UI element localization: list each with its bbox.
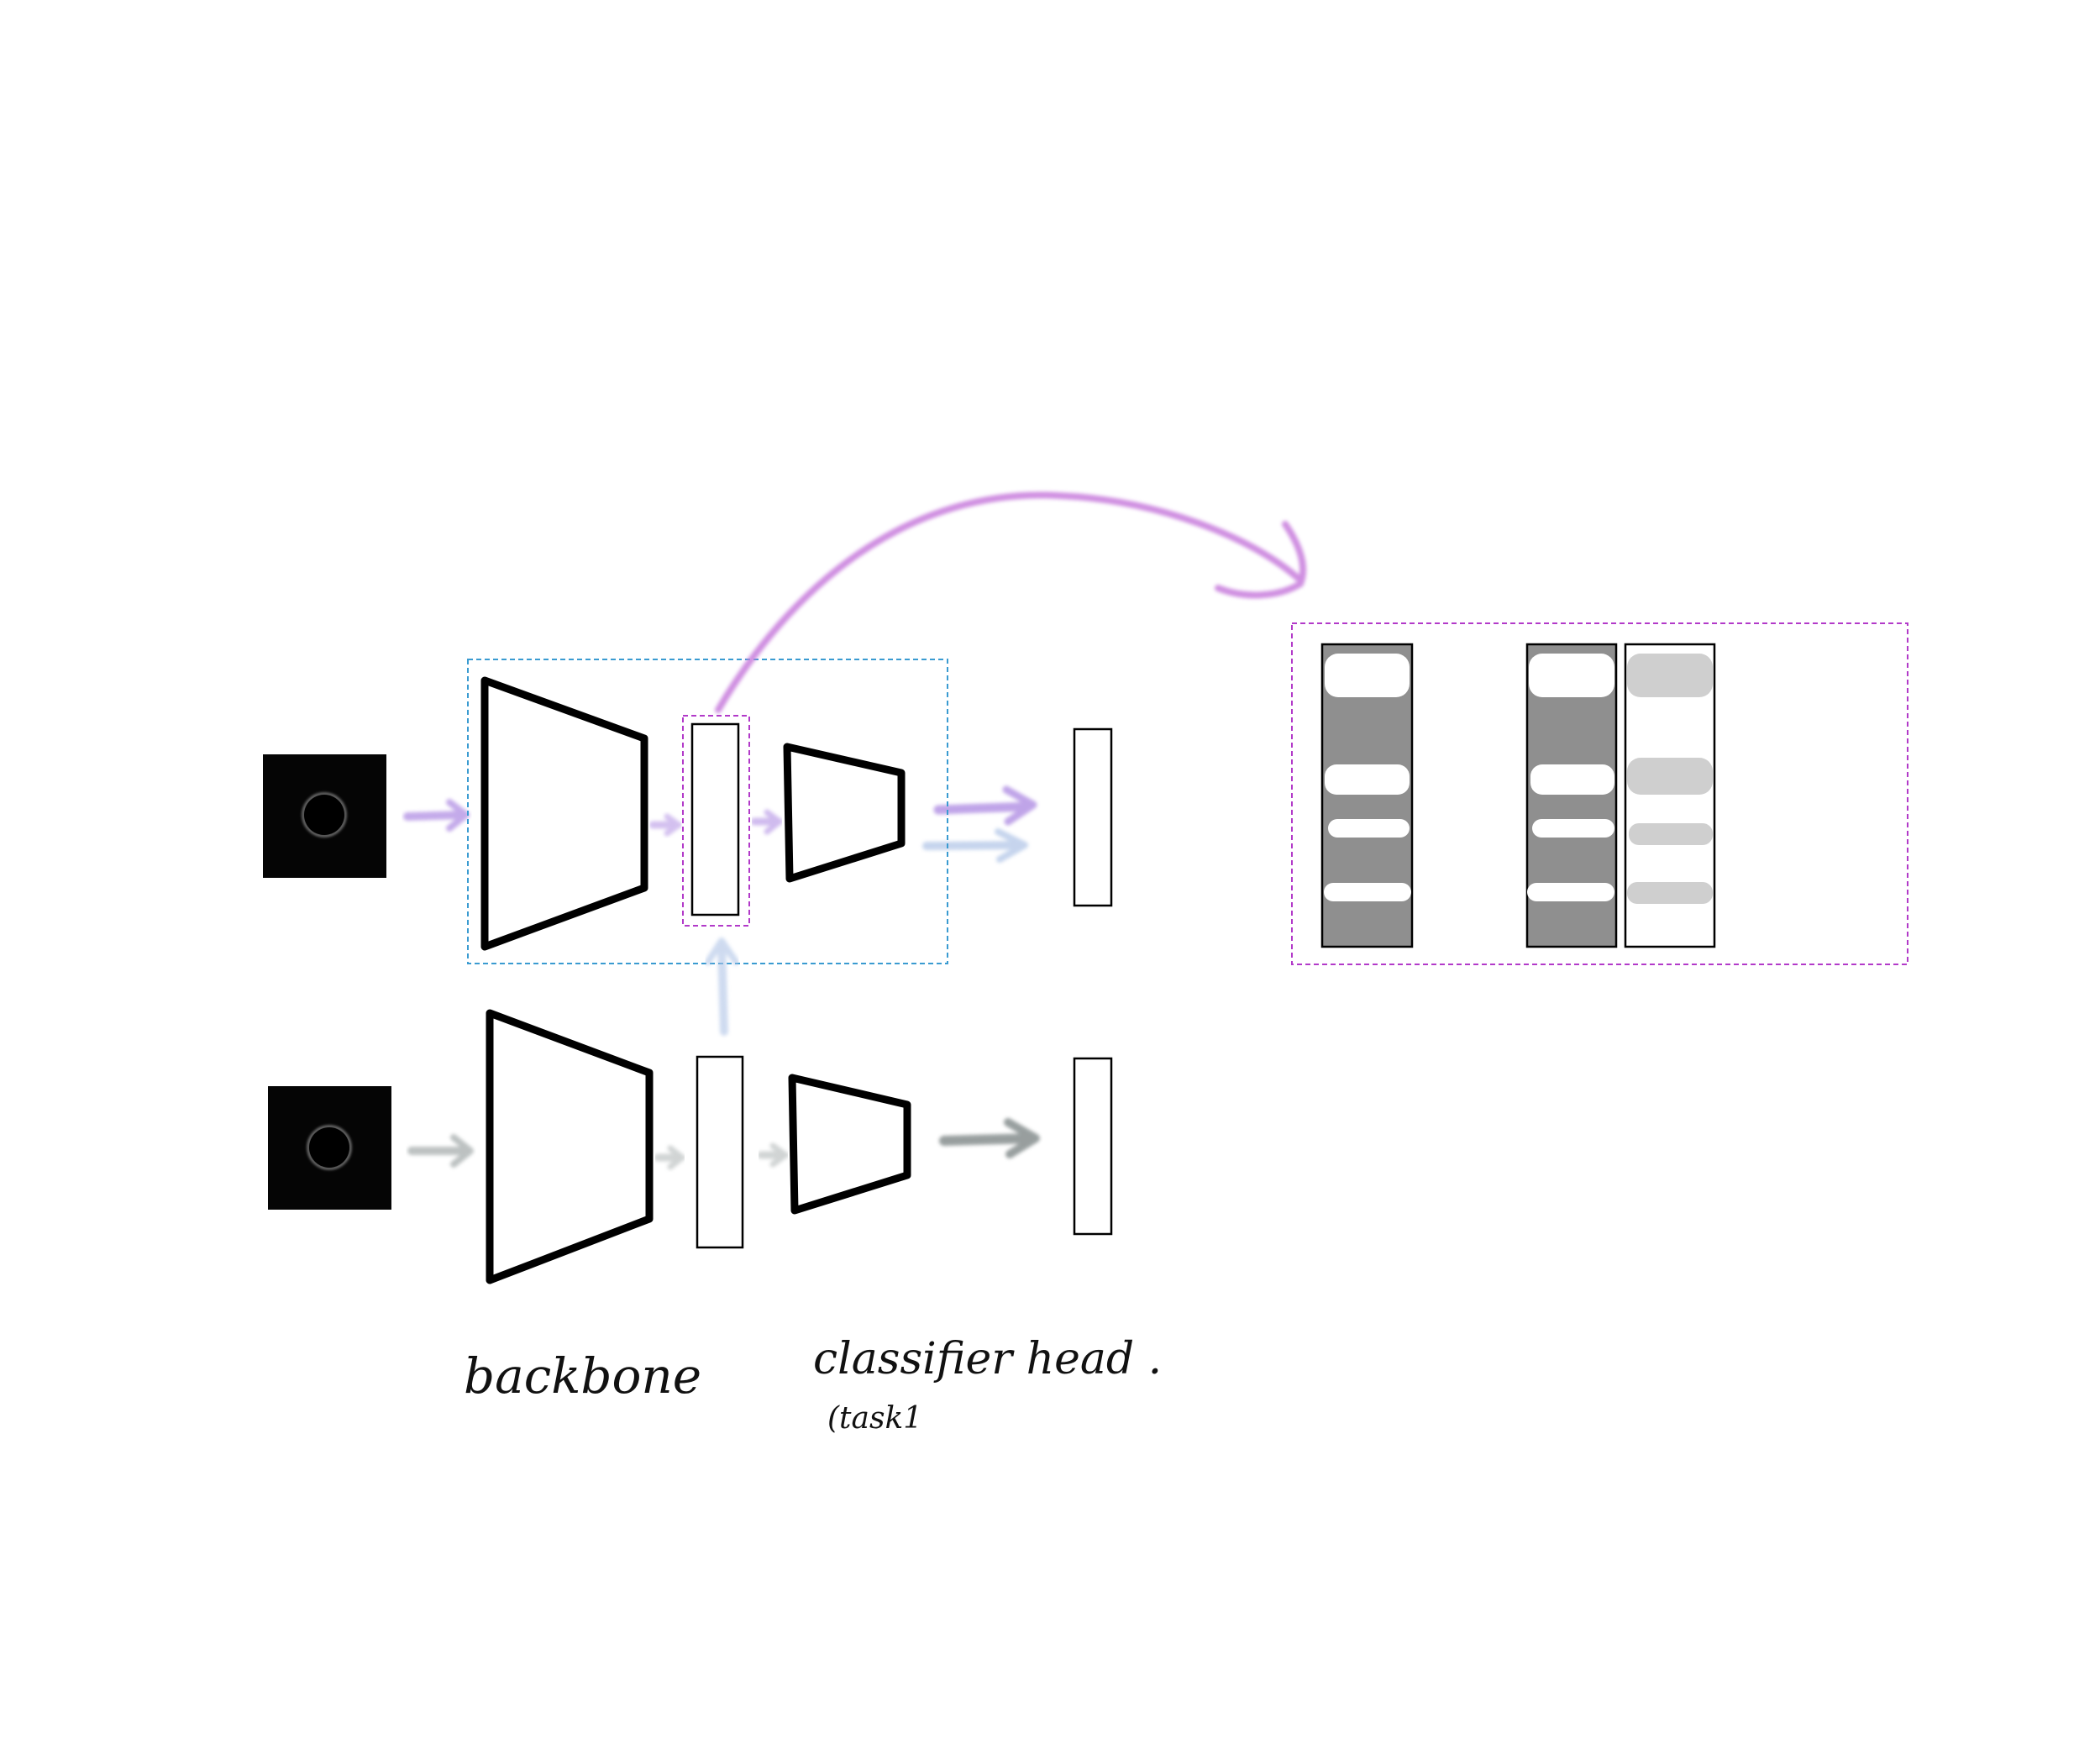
- visualization-panel-box: [1291, 622, 1908, 965]
- feature-vector-top: [690, 722, 740, 916]
- highlight-band: [1529, 654, 1614, 697]
- arrow-input-to-backbone-bottom: [407, 1134, 474, 1168]
- highlight-band: [1324, 883, 1411, 901]
- light-band: [1627, 654, 1713, 697]
- input-image-top: [263, 754, 386, 878]
- light-band: [1627, 882, 1713, 904]
- highlight-band: [1325, 654, 1410, 697]
- activation-column-3: [1624, 643, 1716, 948]
- arrow-feature-to-head-top: [750, 809, 785, 835]
- classifier-head-block-top: [783, 743, 906, 883]
- arrow-head-to-output-blue: [922, 828, 1028, 863]
- feature-selection-box: [682, 715, 750, 927]
- activation-column-1: [1320, 643, 1414, 948]
- feature-vector-bottom: [696, 1055, 744, 1249]
- activation-column-2: [1525, 643, 1618, 948]
- model-region-box: [467, 659, 948, 964]
- highlight-band: [1532, 819, 1614, 838]
- dark-ring-icon: [302, 792, 347, 838]
- arrow-bottom-to-top-feature: [705, 937, 739, 1036]
- input-image-bottom: [268, 1086, 391, 1210]
- highlight-band: [1328, 819, 1410, 838]
- arrow-feature-to-visualization: [715, 491, 1307, 713]
- backbone-block-top: [480, 676, 648, 951]
- arrow-head-to-output-bottom: [939, 1118, 1040, 1158]
- output-vector-top: [1073, 727, 1113, 907]
- arrow-feature-to-head-bottom: [757, 1142, 790, 1168]
- arrow-backbone-to-feature-top: [648, 813, 685, 837]
- light-band: [1627, 758, 1713, 795]
- highlight-band: [1527, 883, 1614, 901]
- highlight-band: [1325, 764, 1410, 795]
- arrow-backbone-to-feature-bottom: [654, 1145, 687, 1170]
- backbone-label: backbone: [464, 1347, 701, 1405]
- task-label: (task1: [827, 1401, 922, 1436]
- arrow-head-to-output-purple: [933, 785, 1037, 826]
- output-vector-bottom: [1073, 1057, 1113, 1236]
- backbone-block-bottom: [486, 1009, 654, 1284]
- classifier-head-block-bottom: [788, 1074, 911, 1215]
- highlight-band: [1530, 764, 1614, 795]
- dark-ring-icon: [307, 1125, 352, 1170]
- classifier-head-label: classifier head .: [813, 1334, 1162, 1384]
- arrow-input-to-backbone-top: [403, 799, 470, 832]
- light-band: [1629, 823, 1713, 845]
